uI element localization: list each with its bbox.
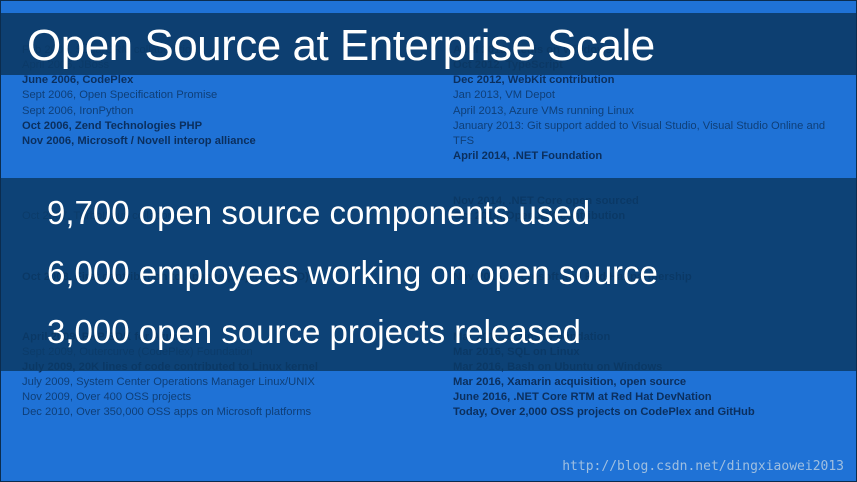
- timeline-entry: Sept 2006, IronPython: [22, 104, 134, 117]
- stat-projects: 3,000 open source projects released: [47, 313, 581, 350]
- slide-title: Open Source at Enterprise Scale: [27, 21, 655, 70]
- stat-components: 9,700 open source components used: [47, 194, 591, 231]
- timeline-entry: July 2009, System Center Operations Mana…: [22, 376, 315, 389]
- timeline-entry: Sept 2006, Open Specification Promise: [22, 89, 218, 102]
- stat-employees: 6,000 employees working on open source: [47, 254, 658, 291]
- timeline-entry: June 2016, .NET Core RTM at Red Hat DevN…: [453, 391, 712, 404]
- timeline-entry: April 2013, Azure VMs running Linux: [453, 104, 634, 117]
- timeline-entry: [22, 149, 432, 164]
- timeline-entry: January 2013: Git support added to Visua…: [453, 119, 826, 147]
- timeline-entry: April 2014, .NET Foundation: [453, 149, 603, 162]
- title-band: [1, 13, 856, 75]
- timeline-entry: Jan 2013, VM Depot: [453, 89, 555, 102]
- timeline-entry: Nov 2006, Microsoft / Novell interop all…: [22, 134, 256, 147]
- timeline-entry: Nov 2009, Over 400 OSS projects: [22, 391, 192, 404]
- timeline-entry: Oct 2006, Zend Technologies PHP: [22, 119, 203, 132]
- timeline-entry: [22, 164, 432, 179]
- timeline-entry: Dec 2010, Over 350,000 OSS apps on Micro…: [22, 406, 312, 419]
- timeline-entry: June 2006, CodePlex: [22, 74, 134, 87]
- timeline-entry: Dec 2012, WebKit contribution: [453, 74, 615, 87]
- stats-band: [1, 178, 856, 371]
- watermark-url: http://blog.csdn.net/dingxiaowei2013: [562, 459, 844, 474]
- timeline-entry: Mar 2016, Xamarin acquisition, open sour…: [453, 376, 687, 389]
- timeline-entry: Today, Over 2,000 OSS projects on CodePl…: [453, 406, 755, 419]
- timeline-entry: [453, 164, 848, 179]
